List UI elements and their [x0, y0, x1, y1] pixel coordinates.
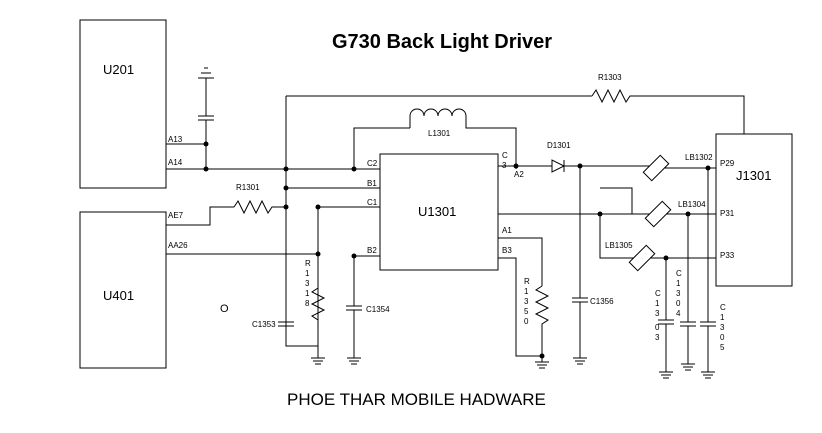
diagram-title: G730 Back Light Driver [332, 31, 552, 53]
label-c1353: C1353 [252, 320, 276, 329]
label-r1301: R1301 [236, 183, 260, 192]
pin-b3: B3 [502, 246, 512, 255]
label-c1303-4: 3 [655, 333, 660, 342]
junction-bus-a14 [283, 166, 289, 172]
block-j1301-label: J1301 [736, 168, 771, 183]
resistor-r1350 [534, 285, 550, 356]
label-r1350-1: 1 [524, 287, 529, 296]
cap-c1304 [680, 214, 696, 371]
pin-c1: C1 [367, 198, 378, 207]
net-b3 [498, 257, 542, 357]
label-c1303-1: 1 [655, 299, 660, 308]
label-r1318-4: 8 [305, 299, 310, 308]
net-vbus [285, 96, 318, 347]
label-c1304-3: 0 [676, 299, 681, 308]
net-a1 [498, 237, 543, 286]
label-r1318-1: 1 [305, 269, 310, 278]
resistor-r1318 [310, 254, 326, 346]
label-c1304-2: 3 [676, 289, 681, 298]
block-u1301 [379, 153, 499, 271]
label-c1305-4: 5 [720, 343, 725, 352]
label-c1303-2: 3 [655, 309, 660, 318]
resistor-r1303 [591, 88, 745, 134]
label-c1356: C1356 [590, 297, 614, 306]
junction-c1 [315, 204, 321, 210]
pin-a2: A2 [514, 170, 524, 179]
label-c1303-3: 0 [655, 323, 660, 332]
label-r1303: R1303 [598, 73, 622, 82]
label-c1304-4: 4 [676, 309, 681, 318]
cap-c1305 [700, 168, 716, 379]
block-u401 [79, 211, 167, 369]
pin-c3-c: C [502, 151, 508, 160]
label-lb1302: LB1302 [685, 153, 713, 162]
label-c1354: C1354 [366, 305, 390, 314]
cap-c1303 [658, 258, 674, 379]
label-d1301: D1301 [547, 141, 571, 150]
label-r1318-3: 1 [305, 289, 310, 298]
block-u201-label: U201 [103, 62, 134, 77]
pin-a14: A14 [168, 158, 183, 167]
label-r1318-2: 3 [305, 279, 310, 288]
bead-lb1302 [642, 154, 670, 182]
junction-a14 [203, 166, 209, 172]
block-u401-label: U401 [103, 288, 134, 303]
footer-text: PHOE THAR MOBILE HADWARE [287, 390, 546, 409]
pin-b2: B2 [367, 246, 377, 255]
label-lb1305: LB1305 [605, 241, 633, 250]
junction-c2 [351, 166, 357, 172]
junction-b2 [351, 253, 357, 259]
net-c2 [353, 127, 410, 169]
label-l1301: L1301 [428, 129, 451, 138]
label-c1305-0: C [720, 303, 726, 312]
net-led-feed [498, 213, 634, 259]
label-r1318-0: R [305, 259, 311, 268]
junction-sw [513, 163, 519, 169]
pin-a13: A13 [168, 135, 183, 144]
net-c1 [317, 206, 380, 346]
pin-c2: C2 [367, 159, 378, 168]
cap-c1356 [572, 166, 588, 365]
top-decoupling-cap [198, 67, 214, 144]
net-b2 [353, 255, 380, 306]
label-r1350-4: 0 [524, 317, 529, 326]
label-c1304-1: 1 [676, 279, 681, 288]
pin-ae7: AE7 [168, 211, 184, 220]
label-r1350-2: 3 [524, 297, 529, 306]
pin-p33: P33 [720, 251, 735, 260]
inductor-l1301 [409, 108, 517, 169]
pin-p29: P29 [720, 159, 735, 168]
marker-o: O [220, 303, 229, 315]
bead-lb1304 [644, 200, 672, 228]
block-u1301-label: U1301 [418, 204, 456, 219]
net-lb1304-route [600, 187, 652, 215]
block-u201 [79, 19, 167, 189]
label-c1305-2: 3 [720, 323, 725, 332]
label-c1305-3: 0 [720, 333, 725, 342]
pin-a1: A1 [502, 226, 512, 235]
cap-c1353 [278, 321, 294, 327]
net-ae7 [166, 206, 234, 226]
label-r1350-0: R [524, 277, 530, 286]
label-lb1304: LB1304 [678, 200, 706, 209]
label-c1303-0: C [655, 289, 661, 298]
pin-aa26: AA26 [168, 241, 188, 250]
pin-p31: P31 [720, 209, 735, 218]
label-c1304-0: C [676, 269, 682, 278]
ground-r1350 [535, 356, 549, 369]
ground-r1318 [311, 346, 325, 365]
resistor-r1301 [233, 199, 286, 215]
diode-d1301 [551, 159, 566, 173]
junction-a13 [203, 141, 209, 147]
bead-lb1305 [628, 244, 656, 272]
pin-b1: B1 [367, 179, 377, 188]
cap-c1354 [346, 305, 362, 365]
label-c1305-1: 1 [720, 313, 725, 322]
block-j1301 [715, 133, 793, 287]
label-r1350-3: 5 [524, 307, 529, 316]
